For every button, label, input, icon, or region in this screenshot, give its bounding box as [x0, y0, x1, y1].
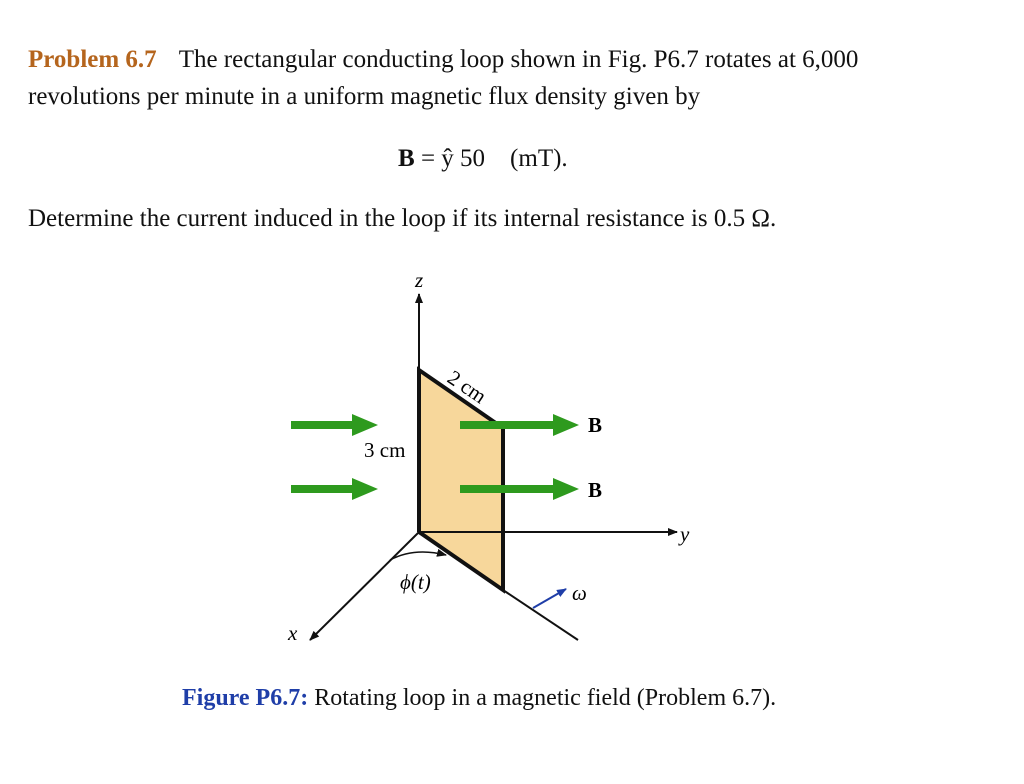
field-arrows [291, 414, 579, 500]
field-label-bottom: B [588, 478, 602, 502]
dimension-side-label: 3 cm [364, 438, 405, 462]
y-axis-label: y [678, 522, 690, 546]
problem-text-line-1: The rectangular conducting loop shown in… [178, 46, 859, 73]
field-arrow-right-top [460, 414, 579, 436]
equation-rhs: ŷ 50 [441, 145, 486, 172]
conducting-loop [419, 370, 503, 590]
equation-equals: = [414, 145, 442, 172]
x-axis-label: x [287, 621, 298, 645]
equation: B = ŷ 50 (mT). [398, 144, 568, 174]
problem-text-line-2: revolutions per minute in a uniform magn… [28, 83, 701, 110]
figure-caption: Figure P6.7:Rotating loop in a magnetic … [182, 683, 776, 713]
z-axis-label: z [414, 268, 423, 292]
x-axis [309, 531, 420, 641]
field-arrow-left-bottom [291, 478, 378, 500]
field-arrow-right-bottom [460, 478, 579, 500]
field-arrow-left-top [291, 414, 378, 436]
rotation-axis-line [502, 589, 579, 641]
caption-text: Rotating loop in a magnetic field (Probl… [314, 685, 777, 711]
phi-label: ϕ(t) [400, 570, 431, 594]
caption-label: Figure P6.7: [182, 685, 309, 711]
question-text: Determine the current induced in the loo… [28, 205, 777, 232]
phi-angle-arc [389, 548, 447, 561]
problem-label: Problem 6.7 [28, 46, 157, 73]
equation-unit: (mT). [510, 145, 568, 172]
omega-arrow [532, 588, 567, 609]
equation-lhs: B [398, 145, 415, 172]
field-label-top: B [588, 413, 602, 437]
omega-label: ω [572, 581, 587, 605]
problem-line-1: Problem 6.7 The rectangular conducting lo… [28, 45, 858, 75]
